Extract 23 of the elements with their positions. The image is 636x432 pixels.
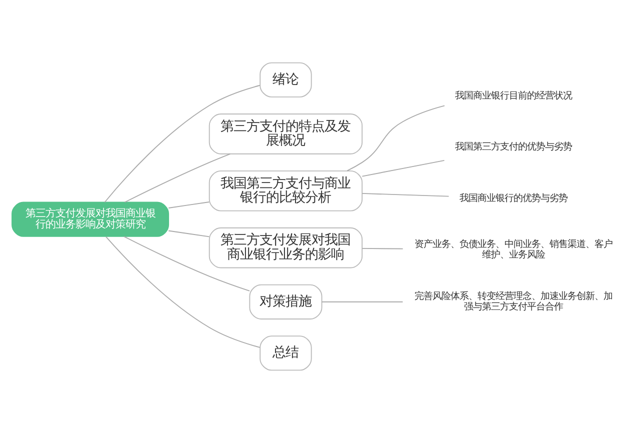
node-text: 我国商业银行目前的经营状况	[454, 90, 572, 101]
connector	[322, 300, 404, 302]
connector	[124, 152, 231, 202]
node-text: 完善风险体系、转变经营理念、加速业务创新、加强与第三方支付平台合作	[414, 290, 612, 312]
node-box: 绪论	[260, 62, 312, 97]
connector	[346, 104, 446, 171]
connector	[124, 236, 250, 291]
node-text: 资产业务、负债业务、中间业务、销售渠道、客户维护、业务风险	[414, 238, 612, 260]
node-text: 我国商业银行的优势与劣势	[459, 192, 568, 204]
node-box: 第三方支付发展对我国商业银行业务的影响	[208, 226, 363, 268]
connector	[168, 230, 210, 237]
connector	[362, 247, 404, 249]
connector	[362, 159, 445, 176]
connector	[362, 192, 450, 196]
node-box: 第三方支付发展对我国商业银行的业务影响及对策研究	[12, 201, 170, 236]
connector	[168, 201, 210, 208]
connector	[105, 236, 260, 348]
node-box: 第三方支付的特点及发展概况	[208, 113, 363, 154]
connector	[104, 84, 260, 202]
node-box: 对策措施	[249, 284, 322, 319]
node-box: 我国第三方支付与商业银行的比较分析	[208, 170, 363, 211]
node-box: 总结	[260, 335, 312, 370]
node-text: 我国第三方支付的优势与劣势	[454, 141, 572, 152]
